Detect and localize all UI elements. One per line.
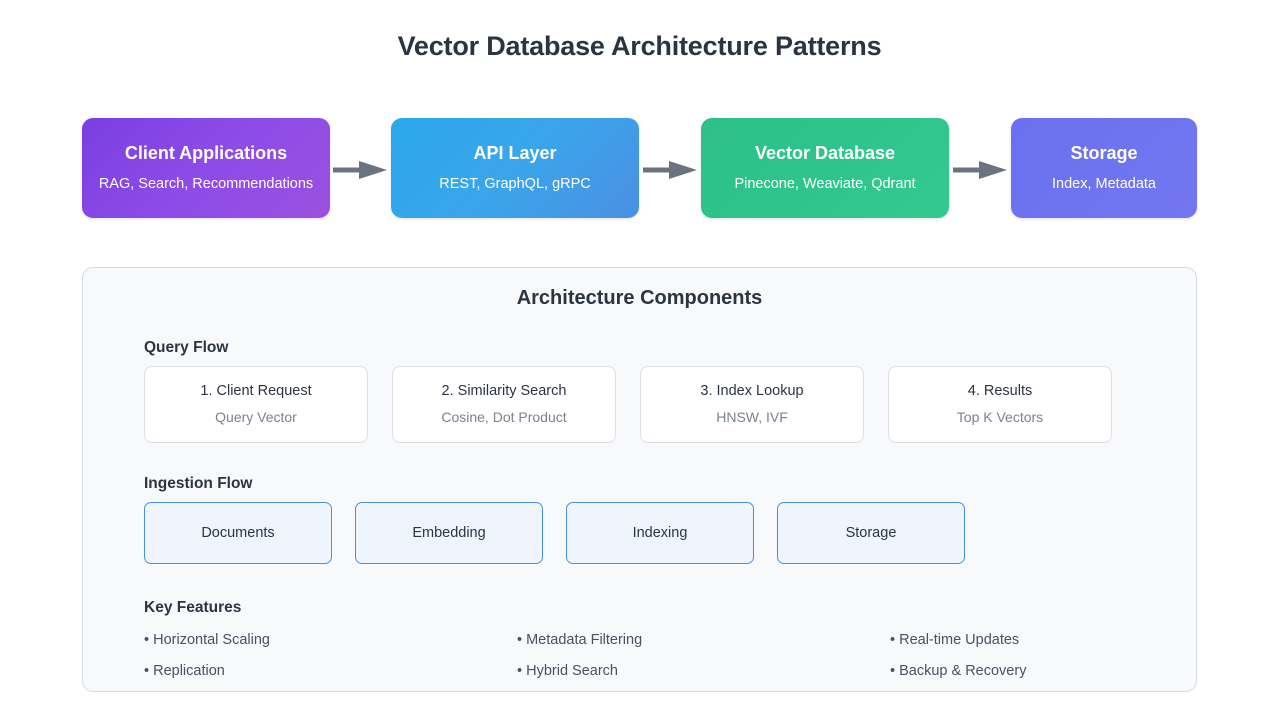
arrow-right-icon (953, 159, 1007, 181)
page-title: Vector Database Architecture Patterns (397, 31, 882, 61)
query-card-subtitle: HNSW, IVF (716, 408, 788, 425)
flow-box-title: Vector Database (754, 143, 896, 163)
ingestion-box-storage[interactable]: Storage (777, 502, 965, 564)
query-card-client-request[interactable]: 1. Client Request Query Vector (144, 366, 368, 443)
flow-box-title: API Layer (473, 143, 557, 163)
query-card-subtitle: Query Vector (215, 408, 297, 425)
panel-title: Architecture Components (516, 287, 763, 309)
feature-item: • Hybrid Search (517, 663, 618, 680)
key-features-grid: • Horizontal Scaling • Metadata Filterin… (144, 630, 1134, 682)
section-label-key-features: Key Features (144, 599, 242, 616)
flow-box-storage[interactable]: Storage Index, Metadata (1011, 118, 1197, 218)
section-label-ingestion-flow: Ingestion Flow (144, 475, 253, 492)
flow-box-title: Client Applications (124, 143, 288, 163)
ingestion-box-embedding[interactable]: Embedding (355, 502, 543, 564)
query-card-index-lookup[interactable]: 3. Index Lookup HNSW, IVF (640, 366, 864, 443)
feature-item: • Metadata Filtering (517, 632, 643, 648)
arrow-right-icon (643, 159, 697, 181)
query-card-similarity-search[interactable]: 2. Similarity Search Cosine, Dot Product (392, 366, 616, 443)
section-label-query-flow: Query Flow (144, 339, 229, 356)
ingestion-box-documents[interactable]: Documents (144, 502, 332, 564)
query-card-title: 3. Index Lookup (700, 383, 804, 400)
query-card-subtitle: Cosine, Dot Product (441, 408, 567, 425)
architecture-components-panel: Architecture Components Query Flow 1. Cl… (82, 267, 1197, 692)
feature-item: • Real-time Updates (890, 632, 1020, 648)
query-card-results[interactable]: 4. Results Top K Vectors (888, 366, 1112, 443)
ingestion-box-indexing[interactable]: Indexing (566, 502, 754, 564)
query-card-subtitle: Top K Vectors (956, 408, 1044, 425)
feature-item: • Replication (144, 663, 225, 680)
feature-item: • Horizontal Scaling (144, 632, 270, 648)
flow-box-vector-database[interactable]: Vector Database Pinecone, Weaviate, Qdra… (701, 118, 949, 218)
ingestion-flow-row: Documents Embedding Indexing Storage (144, 502, 1024, 564)
query-card-title: 1. Client Request (200, 383, 312, 400)
query-flow-row: 1. Client Request Query Vector 2. Simila… (144, 366, 1133, 443)
feature-item: • Backup & Recovery (890, 663, 1027, 680)
architecture-flow-row: Client Applications RAG, Search, Recomme… (82, 118, 1197, 218)
query-card-title: 2. Similarity Search (441, 383, 567, 400)
flow-box-client-applications[interactable]: Client Applications RAG, Search, Recomme… (82, 118, 330, 218)
query-card-title: 4. Results (967, 383, 1033, 400)
flow-box-subtitle: Pinecone, Weaviate, Qdrant (734, 175, 916, 192)
flow-box-title: Storage (1070, 143, 1138, 163)
flow-box-api-layer[interactable]: API Layer REST, GraphQL, gRPC (391, 118, 639, 218)
flow-box-subtitle: RAG, Search, Recommendations (98, 175, 314, 192)
arrow-right-icon (333, 159, 387, 181)
flow-box-subtitle: REST, GraphQL, gRPC (439, 175, 591, 192)
flow-box-subtitle: Index, Metadata (1052, 175, 1156, 192)
